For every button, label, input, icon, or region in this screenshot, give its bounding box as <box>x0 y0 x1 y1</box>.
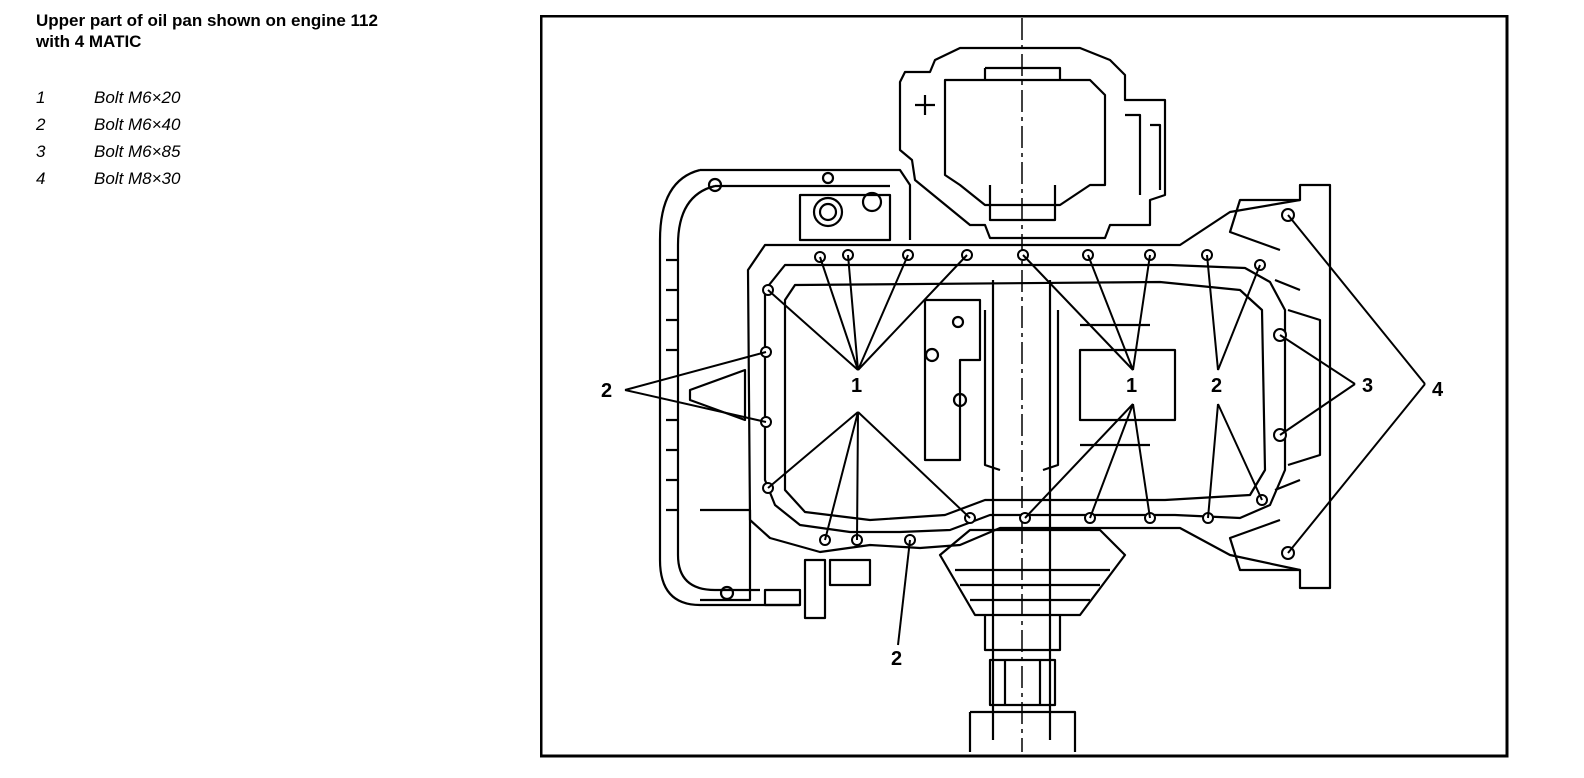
output-yoke <box>968 710 1077 752</box>
legend-label: Bolt M6×40 <box>94 115 181 134</box>
right-plate-boss <box>1287 308 1322 467</box>
port-circle <box>812 196 844 228</box>
leader-2-left <box>624 351 767 423</box>
leader-2-bottom <box>897 539 911 646</box>
title-line-2: with 4 MATIC <box>36 32 142 51</box>
frame-hole <box>719 585 735 601</box>
engine-outline <box>658 46 1332 752</box>
output-neck <box>983 615 1062 652</box>
pocket-hole <box>951 315 965 329</box>
pan-flange-outer <box>746 183 1332 590</box>
leader-1-right-upper <box>1022 254 1151 371</box>
frame-ribs <box>666 258 678 512</box>
callout-2-left: 2 <box>601 380 612 402</box>
frame-lower-box <box>700 508 752 602</box>
housing-cap <box>983 66 1062 80</box>
figure-frame <box>540 15 1509 758</box>
leader-1-right-lower <box>1024 403 1151 519</box>
lower-housing <box>938 528 1127 617</box>
legend-number: 2 <box>36 115 46 134</box>
leader-2-right <box>1206 254 1263 519</box>
lower-tabs <box>803 558 872 620</box>
leader-1-left-upper <box>767 254 968 371</box>
shaft-crossmember <box>1078 348 1177 422</box>
page-title: Upper part of oil pan shown on engine 11… <box>36 10 506 52</box>
frame-bracket <box>688 368 747 422</box>
port-circle <box>821 171 835 185</box>
callout-1-right: 1 <box>1126 375 1137 397</box>
housing-side <box>1125 113 1162 195</box>
callout-2-bottom: 2 <box>891 648 902 670</box>
housing-neck <box>988 185 1057 222</box>
legend-label: Bolt M8×30 <box>94 169 181 188</box>
port-circle-inner <box>818 202 838 222</box>
frame-hole <box>707 177 723 193</box>
shaft-column <box>991 280 1052 740</box>
legend-number: 1 <box>36 88 46 107</box>
output-lines <box>1003 660 1042 705</box>
leader-1-left-lower <box>767 411 971 541</box>
leader-4 <box>1287 214 1426 554</box>
legend-label: Bolt M6×85 <box>94 142 181 161</box>
housing-detail <box>915 95 935 115</box>
legend-label: Bolt M6×20 <box>94 88 181 107</box>
drain-tab <box>763 588 802 607</box>
pocket-hole <box>924 347 940 363</box>
left-frame-outer <box>658 168 912 607</box>
output-flange <box>988 658 1057 707</box>
bolt-heads <box>760 208 1295 560</box>
callout-4: 4 <box>1432 379 1444 401</box>
housing-inner <box>943 78 1107 207</box>
pocket-hole <box>952 392 968 408</box>
lower-housing-ribs <box>955 568 1110 602</box>
leader-lines <box>624 214 1426 646</box>
callout-3: 3 <box>1362 375 1373 397</box>
callout-2-right: 2 <box>1211 375 1222 397</box>
legend-number: 3 <box>36 142 46 161</box>
pan-sump-edge <box>783 280 1267 522</box>
upper-left-block <box>798 193 892 242</box>
pan-flange-inner <box>763 263 1287 534</box>
callout-1-left: 1 <box>851 375 862 397</box>
right-plate-ribs <box>1274 278 1301 492</box>
port-circle <box>861 191 883 213</box>
shaft-walls <box>983 310 1060 472</box>
leader-3 <box>1279 334 1356 436</box>
crossmember-lines <box>1080 323 1150 447</box>
oil-pan-diagram: 1 1 2 2 2 3 4 <box>540 15 1509 758</box>
sump-pocket <box>923 298 982 462</box>
top-housing <box>898 46 1167 240</box>
legend-number: 4 <box>36 169 46 188</box>
left-frame-inner <box>676 184 890 592</box>
right-plate-detail <box>1228 198 1300 572</box>
title-line-1: Upper part of oil pan shown on engine 11… <box>36 11 378 30</box>
